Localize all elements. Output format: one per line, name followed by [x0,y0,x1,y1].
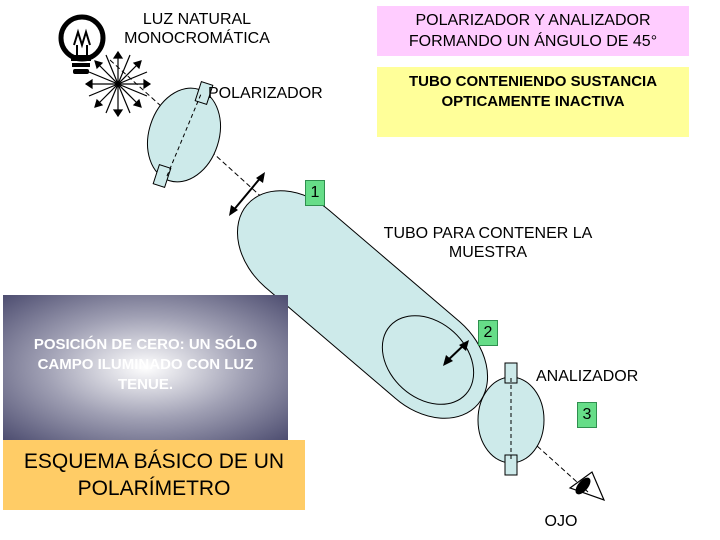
light-rays-icon [84,50,152,118]
zero-position-text: POSICIÓN DE CERO: UN SÓLO CAMPO ILUMINAD… [33,336,258,393]
eye-label: OJO [544,513,578,530]
analyzer-lens [477,362,545,476]
eye-icon [568,471,606,502]
inactive-tube-box: TUBO CONTENIENDO SUSTANCIA OPTICAMENTE I… [377,67,689,137]
light-source-label: LUZ NATURAL MONOCROMÁTICA [124,11,270,48]
title-box: ESQUEMA BÁSICO DE UN POLARÍMETRO [3,440,305,510]
polarizer-analyzer-angle-box: POLARIZADOR Y ANALIZADOR FORMANDO UN ÁNG… [377,6,689,56]
marker-1: 1 [305,180,325,206]
polarizer-label: POLARIZADOR [208,85,323,102]
tube-end-axis-arrow [443,340,469,366]
analyzer-label: ANALIZADOR [536,368,639,385]
marker-3: 3 [577,402,597,428]
sample-tube [236,190,489,419]
zero-position-panel: POSICIÓN DE CERO: UN SÓLO CAMPO ILUMINAD… [3,295,288,440]
marker-2: 2 [478,320,498,346]
sample-tube-label: TUBO PARA CONTENER LA MUESTRA [383,225,593,262]
polarizer-lens [147,81,221,188]
polarizer-axis-arrow [229,172,265,216]
light-bulb-icon [58,14,106,74]
